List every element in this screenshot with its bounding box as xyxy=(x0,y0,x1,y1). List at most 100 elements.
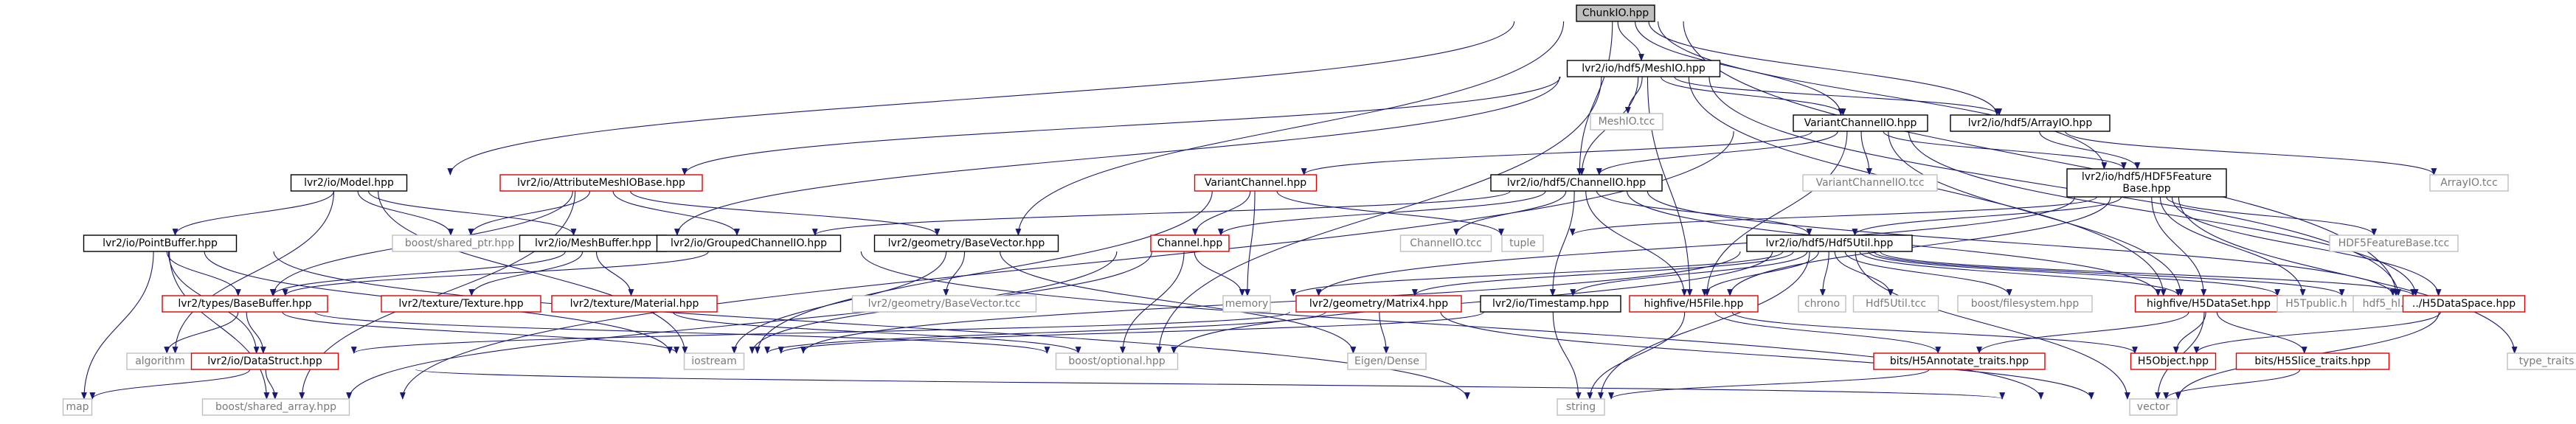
edge-model-to-shared-ptr xyxy=(357,190,454,236)
node-texture[interactable]: lvr2/texture/Texture.hpp xyxy=(381,295,541,313)
edge-datastruct-to-vector xyxy=(415,369,2005,400)
node-label: ArrayIO.tcc xyxy=(2440,177,2498,189)
node-datastruct[interactable]: lvr2/io/DataStruct.hpp xyxy=(190,352,339,370)
edge-h5dataset-to-h5object xyxy=(2172,311,2206,354)
node-label: lvr2/io/GroupedChannelIO.hpp xyxy=(671,237,827,249)
edge-matrix4-to-vector xyxy=(1440,311,2094,400)
edge-basebuffer-to-datastruct xyxy=(246,311,266,354)
edge-channelio-to-channel xyxy=(1218,190,1546,236)
node-hdf5util[interactable]: lvr2/io/hdf5/Hdf5Util.hpp xyxy=(1746,234,1913,252)
node-label: H5Object.hpp xyxy=(2138,355,2209,367)
node-box xyxy=(2130,352,2217,370)
node-channel[interactable]: Channel.hpp xyxy=(1150,234,1230,252)
edge-attrmeshiobase-to-groupedchannelio xyxy=(612,190,740,236)
node-box xyxy=(1873,352,2046,370)
node-box xyxy=(1566,60,1721,77)
node-label: type_traits xyxy=(2519,355,2575,367)
node-h5file[interactable]: highfive/H5File.hpp xyxy=(1629,295,1759,313)
node-map: map xyxy=(62,398,93,416)
node-pointbuffer[interactable]: lvr2/io/PointBuffer.hpp xyxy=(83,234,238,252)
edge-pointbuffer-to-string xyxy=(273,251,1470,400)
node-arrayio[interactable]: lvr2/io/hdf5/ArrayIO.hpp xyxy=(1950,114,2111,132)
node-groupedchannelio[interactable]: lvr2/io/GroupedChannelIO.hpp xyxy=(656,234,842,252)
node-basevector[interactable]: lvr2/geometry/BaseVector.hpp xyxy=(873,234,1059,252)
node-box xyxy=(1399,234,1492,252)
edge-h5dataspace-to-h5object xyxy=(2193,311,2442,354)
node-label: memory xyxy=(1225,298,1269,310)
node-material[interactable]: lvr2/texture/Material.hpp xyxy=(551,295,718,313)
node-eigen: Eigen/Dense xyxy=(1347,352,1427,370)
node-timestamp[interactable]: lvr2/io/Timestamp.hpp xyxy=(1480,295,1621,313)
node-variantchannel[interactable]: VariantChannel.hpp xyxy=(1194,174,1318,192)
edge-hdf5util-to-h5dataset xyxy=(1859,251,2181,296)
edge-hdf5util-to-memory xyxy=(1290,251,1784,296)
edge-timestamp-to-iostream xyxy=(778,311,1484,354)
edge-chunkio-to-basevector xyxy=(1015,21,1565,236)
node-label: lvr2/io/PointBuffer.hpp xyxy=(103,237,218,249)
edge-hdf5feature-to-hdf5util xyxy=(1852,196,2122,236)
node-box xyxy=(62,398,93,416)
node-optional: boost/optional.hpp xyxy=(1055,352,1179,370)
node-chunkio[interactable]: ChunkIO.hpp xyxy=(1576,4,1655,22)
node-label: lvr2/geometry/BaseVector.hpp xyxy=(888,237,1045,249)
node-label: lvr2/io/Model.hpp xyxy=(304,177,394,189)
node-label: Hdf5Util.tcc xyxy=(1866,298,1926,310)
node-label: vector xyxy=(2137,401,2170,413)
node-matrix4[interactable]: lvr2/geometry/Matrix4.hpp xyxy=(1295,295,1462,313)
node-basevector-tcc: lvr2/geometry/BaseVector.tcc xyxy=(851,295,1037,313)
node-iostream: iostream xyxy=(683,352,745,370)
edge-meshio-to-optional xyxy=(1156,76,1602,354)
node-h5annotate[interactable]: bits/H5Annotate_traits.hpp xyxy=(1873,352,2046,370)
node-h5tpublic: H5Tpublic.h xyxy=(2276,295,2356,313)
node-string: string xyxy=(1557,398,1605,416)
edge-variantchannel-to-memory xyxy=(1244,190,1256,296)
node-label: lvr2/io/hdf5/MeshIO.hpp xyxy=(1582,63,1706,74)
node-variantchannelio[interactable]: VariantChannelIO.hpp xyxy=(1793,114,1928,132)
node-box xyxy=(656,234,842,252)
node-channelio[interactable]: lvr2/io/hdf5/ChannelIO.hpp xyxy=(1490,174,1663,192)
edge-h5dataset-to-h5slice xyxy=(2216,311,2307,354)
edge-meshio-to-attrmeshiobase xyxy=(682,76,1561,175)
edge-hdf5feature-to-h5dataset xyxy=(2151,196,2207,296)
node-basebuffer[interactable]: lvr2/types/BaseBuffer.hpp xyxy=(162,295,328,313)
node-model[interactable]: lvr2/io/Model.hpp xyxy=(290,174,408,192)
node-hdf5feature[interactable]: lvr2/io/hdf5/HDF5FeatureBase.hpp xyxy=(2066,168,2227,198)
node-label: lvr2/io/DataStruct.hpp xyxy=(207,355,322,367)
node-h5object[interactable]: H5Object.hpp xyxy=(2130,352,2217,370)
node-box xyxy=(1055,352,1179,370)
node-label: ChannelIO.tcc xyxy=(1410,237,1481,249)
node-box xyxy=(499,174,703,192)
node-box xyxy=(1576,4,1655,22)
node-box xyxy=(1557,398,1605,416)
edge-hdf5util-to-iostream xyxy=(800,251,1741,354)
node-box xyxy=(1793,114,1928,132)
edge-hdf5feature-to-tuple xyxy=(1569,196,2097,236)
node-chrono: chrono xyxy=(1798,295,1846,313)
edge-hdf5util-to-hdf5-hl xyxy=(1873,251,2345,296)
node-meshio-tcc: MeshIO.tcc xyxy=(1590,113,1663,131)
node-attrmeshiobase[interactable]: lvr2/io/AttributeMeshIOBase.hpp xyxy=(499,174,703,192)
node-h5dataspace[interactable]: ../H5DataSpace.hpp xyxy=(2402,295,2526,313)
node-label: VariantChannel.hpp xyxy=(1205,177,1306,189)
node-memory: memory xyxy=(1222,295,1271,313)
node-meshbuffer[interactable]: lvr2/io/MeshBuffer.hpp xyxy=(519,234,668,252)
node-h5slice[interactable]: bits/H5Slice_traits.hpp xyxy=(2235,352,2390,370)
node-label: boost/filesystem.hpp xyxy=(1971,298,2080,310)
edge-meshio-to-meshbuffer xyxy=(674,76,1560,236)
node-box xyxy=(2507,352,2576,370)
node-h5dataset[interactable]: highfive/H5DataSet.hpp xyxy=(2134,295,2283,313)
edge-h5file-to-h5object xyxy=(1731,311,2138,354)
node-box xyxy=(1347,352,1427,370)
edge-basevector-to-eigen xyxy=(1000,251,1357,354)
edge-matrix4-to-iostream xyxy=(764,311,1326,354)
node-meshio[interactable]: lvr2/io/hdf5/MeshIO.hpp xyxy=(1566,60,1721,77)
edge-hdf5util-to-filesystem xyxy=(1844,251,2012,296)
node-label: highfive/H5DataSet.hpp xyxy=(2147,298,2271,310)
edge-chunkio-to-model xyxy=(447,21,1515,175)
edge-chunkio-to-channelio xyxy=(1576,21,1613,175)
node-label: bits/H5Slice_traits.hpp xyxy=(2254,355,2370,367)
node-label: hdf5_hl.h xyxy=(2363,298,2411,310)
node-box xyxy=(1501,234,1544,252)
node-box xyxy=(1194,174,1318,192)
